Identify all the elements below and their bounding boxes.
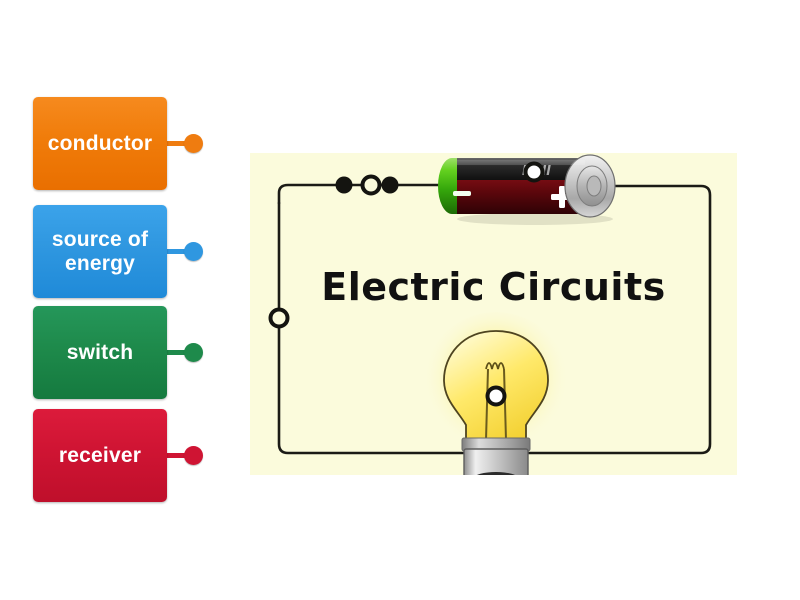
drop-target-switch[interactable] bbox=[360, 174, 382, 196]
label-group-switch[interactable]: switch bbox=[33, 306, 203, 399]
connector-knob-source-of-energy[interactable] bbox=[184, 242, 203, 261]
connector-knob-receiver[interactable] bbox=[184, 446, 203, 465]
bulb-filament bbox=[485, 362, 505, 370]
wire-left-bottom bbox=[277, 201, 466, 455]
switch-component[interactable] bbox=[335, 176, 399, 194]
label-text-source-of-energy: source of energy bbox=[51, 227, 149, 275]
label-text-receiver: receiver bbox=[58, 443, 142, 467]
bulb-base bbox=[463, 448, 529, 475]
connector-stem-switch bbox=[165, 350, 187, 355]
drop-target-receiver[interactable] bbox=[485, 385, 507, 407]
connector-knob-conductor[interactable] bbox=[184, 134, 203, 153]
battery-component[interactable]: Dell bbox=[438, 154, 616, 225]
label-text-switch: switch bbox=[66, 340, 134, 364]
connector-knob-switch[interactable] bbox=[184, 343, 203, 362]
circuit-diagram-panel: Dell bbox=[250, 153, 737, 475]
drop-target-markers bbox=[268, 161, 545, 407]
battery-terminal-nub bbox=[586, 175, 602, 197]
battery-top-band bbox=[457, 158, 585, 180]
label-box-conductor[interactable]: conductor bbox=[33, 97, 167, 190]
battery-negative-symbol bbox=[453, 191, 471, 196]
label-box-source-of-energy[interactable]: source of energy bbox=[33, 205, 167, 298]
bulb-filament-posts bbox=[485, 368, 507, 441]
drop-target-source-of-energy[interactable] bbox=[523, 161, 545, 183]
connector-stem-source-of-energy bbox=[165, 249, 187, 254]
diagram-title: Electric Circuits bbox=[321, 265, 666, 309]
drop-target-conductor[interactable] bbox=[268, 307, 290, 329]
bulb-base-tip bbox=[476, 472, 516, 475]
battery-shadow bbox=[457, 213, 613, 225]
connector-stem-receiver bbox=[165, 453, 187, 458]
label-connector-receiver bbox=[165, 446, 203, 465]
connector-stem-conductor bbox=[165, 141, 187, 146]
switch-contact-right bbox=[381, 176, 399, 194]
label-box-switch[interactable]: switch bbox=[33, 306, 167, 399]
label-box-receiver[interactable]: receiver bbox=[33, 409, 167, 502]
circuit-illustration: Dell bbox=[268, 154, 712, 475]
label-connector-switch bbox=[165, 343, 203, 362]
circuit-wire bbox=[277, 183, 712, 455]
label-text-conductor: conductor bbox=[47, 131, 153, 155]
wire-right bbox=[523, 184, 712, 455]
battery-highlight bbox=[457, 160, 585, 165]
label-group-conductor[interactable]: conductor bbox=[33, 97, 203, 190]
label-group-receiver[interactable]: receiver bbox=[33, 409, 203, 502]
label-connector-source-of-energy bbox=[165, 242, 203, 261]
switch-contact-left bbox=[335, 176, 353, 194]
label-connector-conductor bbox=[165, 134, 203, 153]
label-group-source-of-energy[interactable]: source of energy bbox=[33, 205, 203, 298]
wire-top-left bbox=[277, 183, 454, 205]
